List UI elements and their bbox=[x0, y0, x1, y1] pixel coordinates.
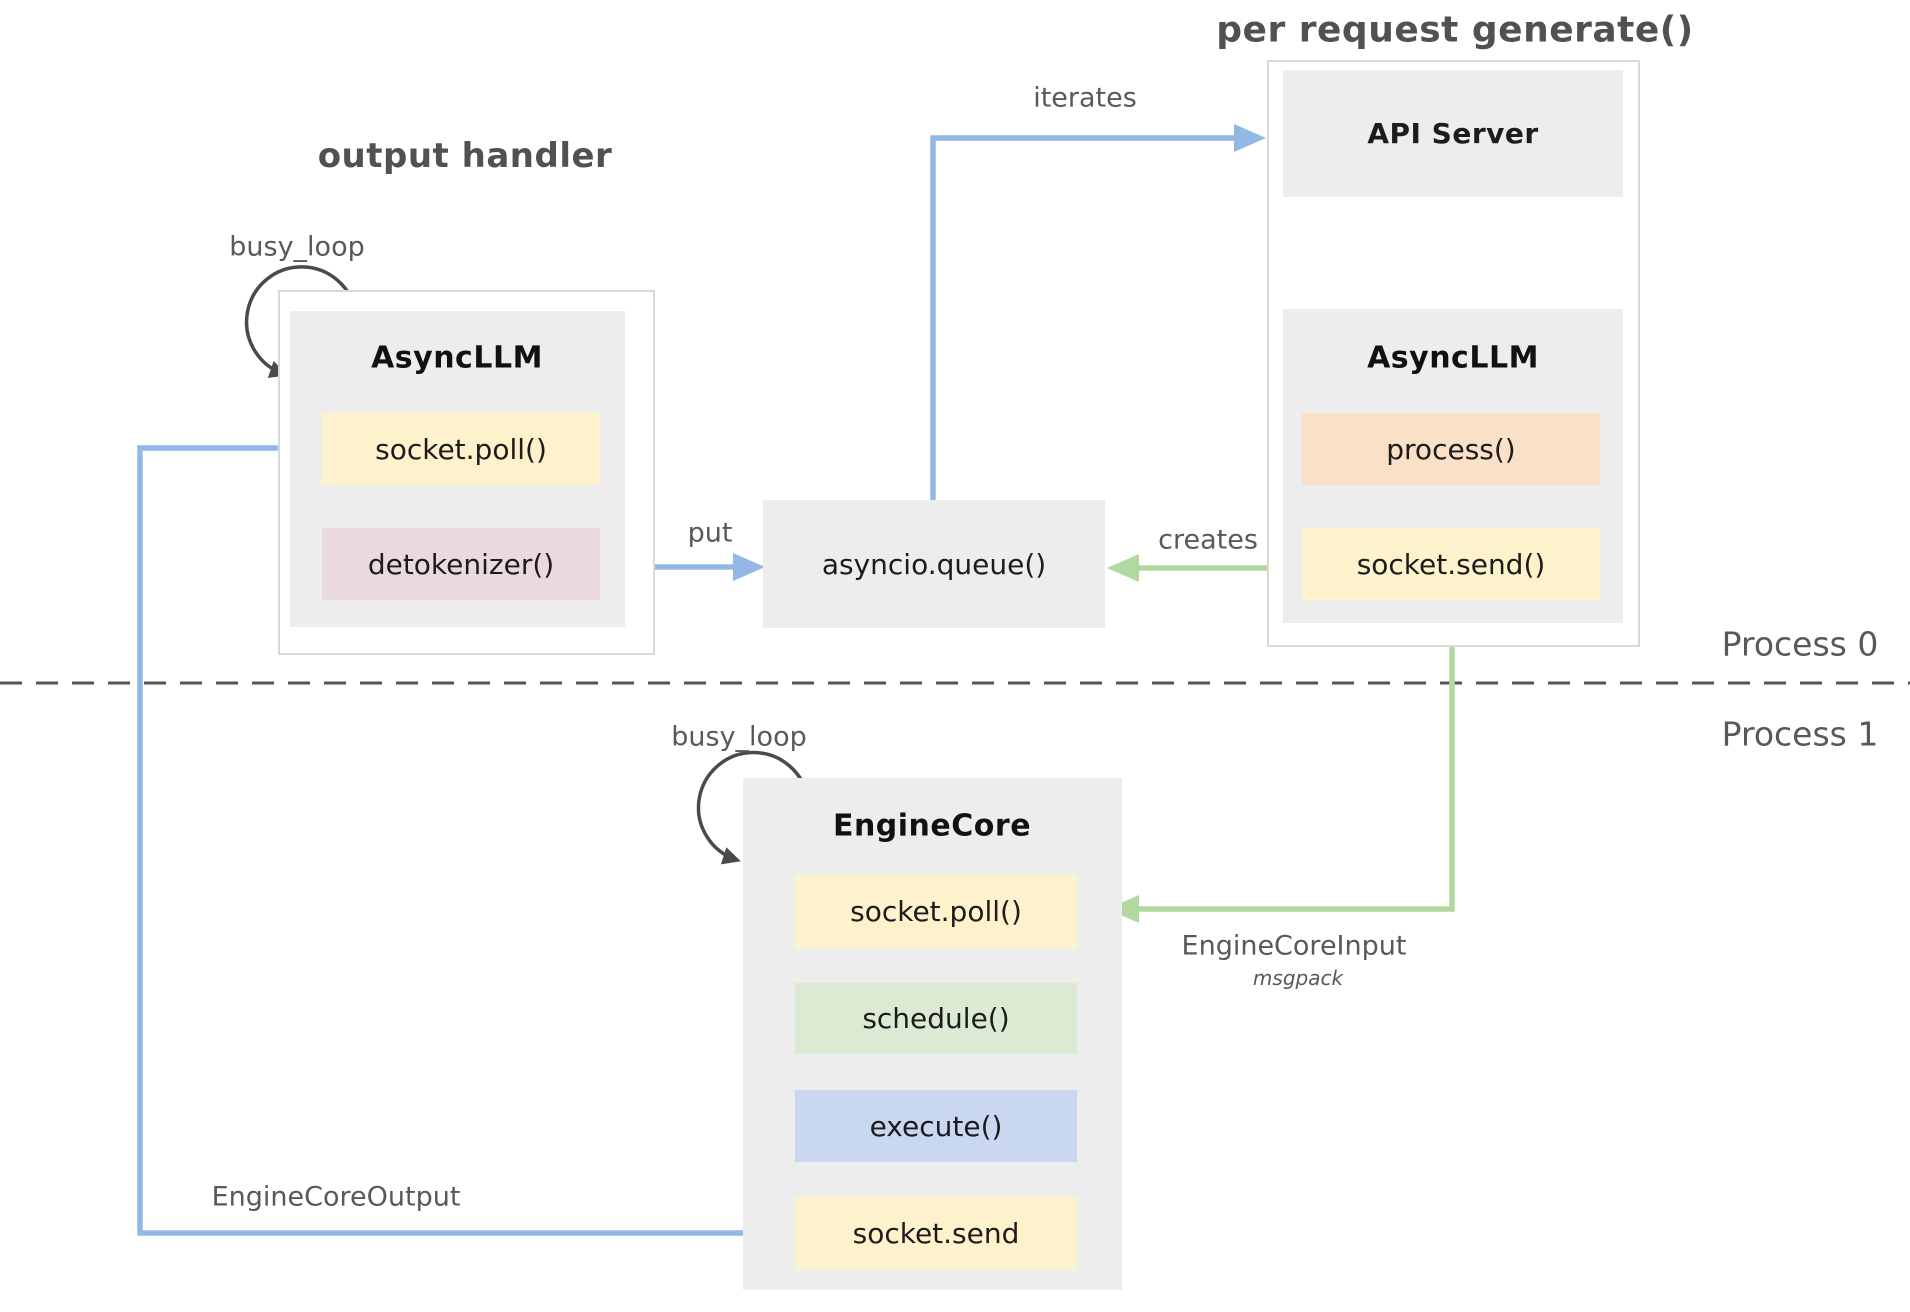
async-llm-left-detokenizer-box: detokenizer() bbox=[322, 528, 600, 600]
put-arrowhead bbox=[733, 553, 765, 581]
process-0-label: Process 0 bbox=[1721, 624, 1879, 664]
put-label: put bbox=[687, 517, 733, 549]
per-request-generate-title: per request generate() bbox=[1216, 9, 1694, 51]
iterates-label: iterates bbox=[1033, 82, 1137, 114]
iterates-line bbox=[930, 135, 1236, 500]
busy-loop-label-left: busy_loop bbox=[229, 231, 365, 263]
creates-label: creates bbox=[1158, 524, 1258, 556]
iterates-arrowhead bbox=[1234, 124, 1266, 152]
async-llm-left-title: AsyncLLM bbox=[371, 340, 543, 376]
engine-core-title: EngineCore bbox=[832, 808, 1032, 844]
async-llm-right-socket-send-box: socket.send() bbox=[1302, 528, 1600, 600]
engine-core-socket-poll-box: socket.poll() bbox=[795, 875, 1077, 948]
async-llm-right-title: AsyncLLM bbox=[1367, 340, 1539, 376]
engine-core-schedule-box: schedule() bbox=[795, 983, 1077, 1053]
engine-core-output-label: EngineCoreOutput bbox=[211, 1181, 461, 1213]
engine-core-input-format-label: msgpack bbox=[1252, 966, 1344, 990]
api-server-box: API Server bbox=[1283, 70, 1623, 197]
creates-arrowhead bbox=[1107, 554, 1139, 582]
async-llm-right-process-box: process() bbox=[1302, 413, 1600, 485]
process-1-label: Process 1 bbox=[1721, 714, 1879, 754]
engine-core-execute-box: execute() bbox=[795, 1090, 1077, 1162]
async-llm-left-socket-poll-box: socket.poll() bbox=[322, 413, 600, 485]
busy-loop-label-bottom: busy_loop bbox=[671, 721, 807, 753]
engine-core-input-label: EngineCoreInput bbox=[1181, 930, 1407, 962]
engine-core-socket-send-box: socket.send bbox=[795, 1197, 1077, 1270]
output-handler-title: output handler bbox=[317, 136, 613, 176]
asyncio-queue-box: asyncio.queue() bbox=[763, 500, 1105, 628]
